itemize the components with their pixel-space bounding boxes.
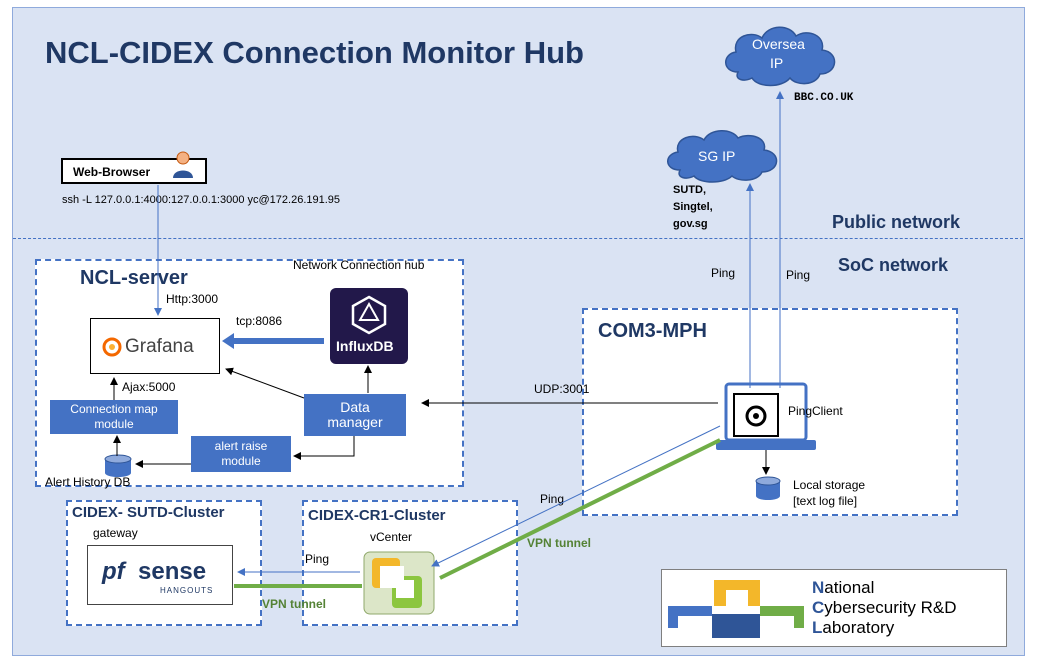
data-manager-line2: manager <box>327 414 383 430</box>
alert-db-label: Alert History DB <box>45 475 131 489</box>
vpn-tunnel-right-label: VPN tunnel <box>527 536 592 550</box>
oversea-cloud-label-ip: IP <box>770 55 784 71</box>
data-manager-line1: Data <box>340 399 370 415</box>
influxdb-box: InfluxDB <box>330 288 408 364</box>
ncl-logo-line1: National <box>812 578 874 598</box>
ncl-logo-initial-n: N <box>812 578 825 597</box>
vcenter-label: vCenter <box>370 530 413 544</box>
tcp-label: tcp:8086 <box>236 314 283 328</box>
udp-label: UDP:3001 <box>534 382 590 396</box>
ncl-server-title: NCL-server <box>80 267 188 289</box>
sg-cloud-icon <box>667 130 778 183</box>
pfsense-sense: sense <box>138 558 207 585</box>
vpn-tunnel-left-label: VPN tunnel <box>262 597 327 611</box>
alert-raise-line2: module <box>221 454 261 468</box>
ping-label-left: Ping <box>711 266 736 280</box>
com3-title: COM3-MPH <box>598 320 707 342</box>
pfsense-pf: pf <box>102 558 125 585</box>
network-hub-label: Network Connection hub <box>293 258 425 272</box>
user-icon <box>173 151 193 178</box>
pfsense-box: pf sense HANGOUTS <box>87 545 233 605</box>
laptop-icon <box>716 382 816 450</box>
bbc-label: BBC.CO.UK <box>794 92 854 104</box>
ssh-command: ssh -L 127.0.0.1:4000:127.0.0.1:3000 yc@… <box>62 194 341 206</box>
ncl-logo-line2: Cybersecurity R&D <box>812 598 957 618</box>
sg-site-3: gov.sg <box>673 218 708 230</box>
http-label: Http:3000 <box>166 292 219 306</box>
sg-site-2: Singtel, <box>673 201 713 213</box>
ncl-logo-box: National Cybersecurity R&D Laboratory <box>661 569 1007 647</box>
ncl-logo-rest-c: ybersecurity R&D <box>824 598 957 617</box>
ping-vcenter-label: Ping <box>305 552 330 566</box>
page-title: NCL-CIDEX Connection Monitor Hub <box>45 35 584 70</box>
web-browser-label: Web-Browser <box>73 165 151 179</box>
connection-map-line1: Connection map <box>70 402 158 416</box>
data-manager-box: Data manager <box>304 394 406 436</box>
network-divider <box>13 238 1023 239</box>
database-icon <box>104 454 132 477</box>
grafana-label: Grafana <box>125 336 194 357</box>
oversea-cloud-icon <box>725 26 836 87</box>
influxdb-icon <box>351 295 387 335</box>
alert-raise-box: alert raise module <box>191 436 291 472</box>
alert-raise-line1: alert raise <box>214 439 268 453</box>
oversea-cloud-label: Oversea <box>752 36 805 52</box>
gateway-label: gateway <box>93 526 138 540</box>
ping-client-label: PingClient <box>788 404 843 418</box>
vcenter-icon <box>363 551 435 615</box>
ping-label-right: Ping <box>786 268 811 282</box>
grafana-icon <box>102 337 122 357</box>
connection-map-line2: module <box>94 417 134 431</box>
ping-diag-label: Ping <box>540 492 565 506</box>
local-storage-icon <box>755 476 781 500</box>
public-network-label: Public network <box>832 212 961 232</box>
ncl-logo-initial-l: L <box>812 618 823 637</box>
soc-network-label: SoC network <box>838 255 949 275</box>
cr1-cluster-title: CIDEX-CR1-Cluster <box>308 507 446 524</box>
sg-site-1: SUTD, <box>673 184 706 196</box>
ncl-logo-initial-c: C <box>812 598 825 617</box>
influxdb-label: InfluxDB <box>336 338 394 354</box>
connection-map-box: Connection map module <box>50 400 178 434</box>
ncl-logo-icon <box>668 580 804 638</box>
grafana-box: Grafana <box>90 318 220 374</box>
sg-cloud-label: SG IP <box>698 148 736 164</box>
ncl-logo-rest-l: aboratory <box>822 618 895 637</box>
local-storage-line2: [text log file] <box>793 494 858 508</box>
ajax-label: Ajax:5000 <box>122 380 176 394</box>
ncl-logo-rest-n: ational <box>824 578 875 597</box>
local-storage-line1: Local storage <box>793 478 866 492</box>
sutd-cluster-title: CIDEX- SUTD-Cluster <box>72 504 225 521</box>
ncl-logo-line3: Laboratory <box>812 618 894 638</box>
pfsense-hangouts: HANGOUTS <box>160 586 214 595</box>
